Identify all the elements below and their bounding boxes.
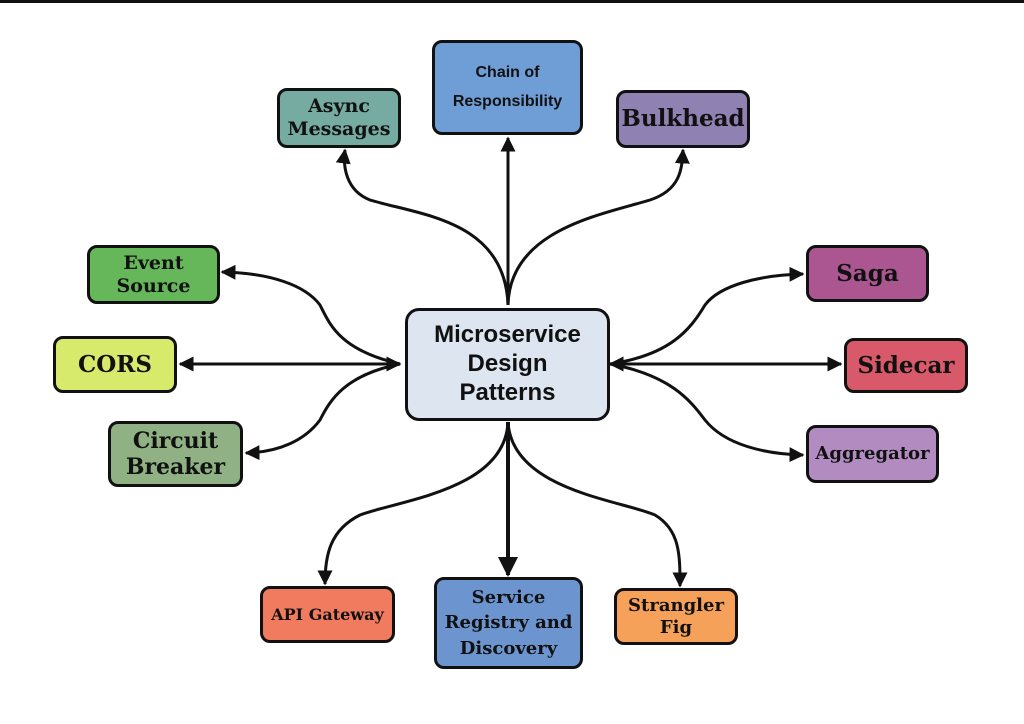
node-label: Event Source (116, 251, 191, 297)
arrow-to-api-gateway (317, 421, 510, 586)
node-cors[interactable]: CORS (53, 336, 177, 393)
node-async-messages[interactable]: Async Messages (277, 88, 401, 148)
node-event-source[interactable]: Event Source (87, 245, 220, 304)
node-strangler-fig[interactable]: Strangler Fig (614, 588, 738, 645)
arrow-to-strangler-fig (506, 421, 688, 588)
node-api-gateway[interactable]: API Gateway (260, 586, 395, 643)
node-service-registry-and-discovery[interactable]: Service Registry and Discovery (434, 577, 583, 669)
node-label: CORS (77, 350, 153, 378)
arrow-to-bulkhead (506, 148, 690, 306)
node-label: Circuit Breaker (125, 427, 226, 480)
node-label: Saga (836, 259, 899, 287)
arrow-to-aggregator (609, 362, 805, 463)
node-label: Strangler Fig (628, 594, 724, 638)
node-sidecar[interactable]: Sidecar (844, 338, 968, 393)
node-saga[interactable]: Saga (806, 245, 929, 302)
arrow-to-saga (609, 266, 805, 366)
node-chain-of-responsibility[interactable]: Chain of Responsibility (432, 40, 583, 135)
node-label: Sidecar (857, 351, 955, 379)
node-label: Service Registry and Discovery (444, 587, 573, 659)
node-bulkhead[interactable]: Bulkhead (616, 90, 750, 148)
node-label: API Gateway (271, 604, 384, 624)
arrow-to-event-source (220, 264, 401, 366)
node-label: Async Messages (287, 95, 391, 140)
node-label: Aggregator (815, 443, 930, 465)
arrow-to-circuit-breaker (244, 362, 401, 461)
center-node-label: Microservice Design Patterns (434, 321, 581, 406)
arrow-to-async-messages (335, 148, 510, 306)
node-label: Chain of Responsibility (452, 63, 563, 110)
node-label: Bulkhead (621, 105, 745, 133)
top-border-line (0, 0, 1024, 3)
node-circuit-breaker[interactable]: Circuit Breaker (108, 421, 243, 487)
node-aggregator[interactable]: Aggregator (806, 425, 939, 483)
center-node-microservice-design-patterns[interactable]: Microservice Design Patterns (405, 308, 610, 421)
